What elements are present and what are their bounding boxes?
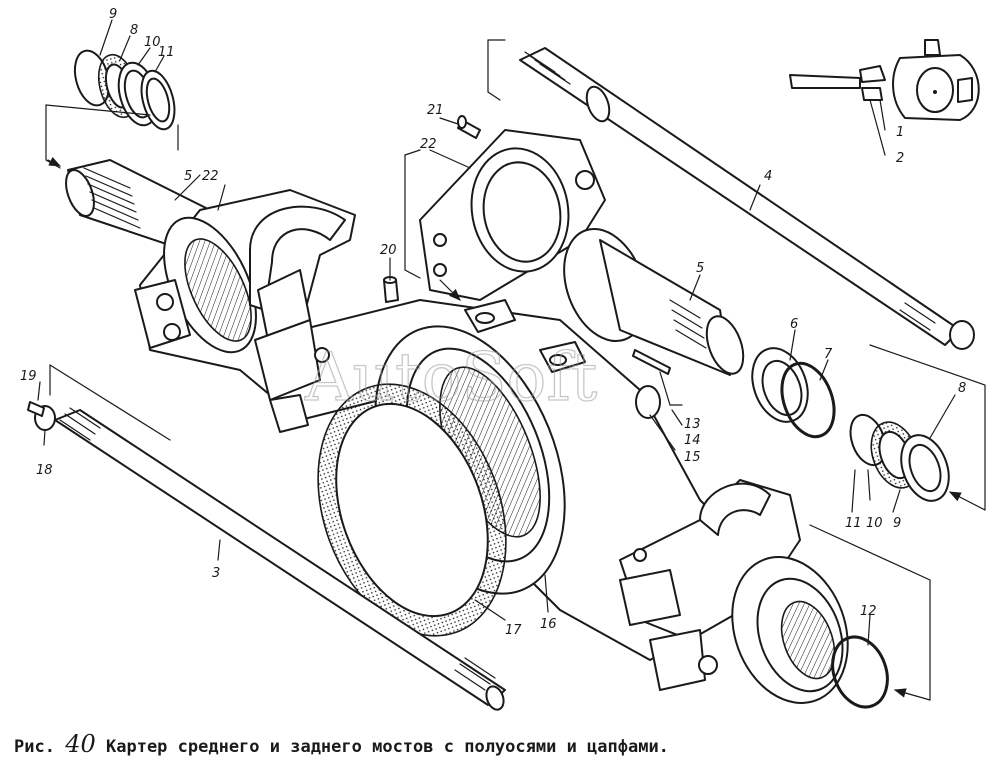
arrow-to-shaft-5 (47, 156, 62, 167)
callout-5-right: 5 (696, 261, 704, 276)
callout-6: 6 (790, 317, 798, 332)
callout-13: 13 (684, 417, 701, 432)
callout-20: 20 (380, 243, 397, 258)
gasket-ring (317, 383, 507, 637)
stud-13-15 (632, 349, 671, 419)
callout-10-right: 10 (866, 516, 883, 531)
bracket-line (45, 104, 151, 116)
bracket-lower-left-diag (49, 364, 171, 441)
callout-12: 12 (860, 604, 877, 619)
bracket-shaft-4 (487, 39, 501, 101)
arrow-right-bearing (948, 491, 986, 511)
caption-prefix: Рис. (14, 737, 55, 757)
mounting-flange-plate (419, 129, 606, 301)
callout-5-left: 5 (184, 169, 192, 184)
half-shaft-upper-right (519, 47, 975, 350)
watermark-text: AutoSoft (304, 339, 597, 416)
callout-18: 18 (36, 463, 53, 478)
bracket-flange (404, 154, 421, 279)
bracket-o-ring (809, 524, 931, 701)
caption-title: Картер среднего и заднего мостов с полуо… (106, 737, 669, 757)
callout-19: 19 (20, 369, 37, 384)
callout-15: 15 (684, 450, 701, 465)
callout-10-left: 10 (144, 35, 161, 50)
callout-1: 1 (896, 125, 904, 140)
callout-22-upper: 22 (420, 137, 437, 152)
bracket-flange-top (404, 149, 421, 156)
leader-13 (659, 371, 683, 406)
bolt-21 (457, 115, 481, 139)
callout-17: 17 (505, 623, 522, 638)
callout-4: 4 (764, 169, 772, 184)
callout-14: 14 (684, 433, 701, 448)
circlip-18-19 (27, 401, 56, 431)
half-shaft-lower-left (54, 407, 506, 711)
bearing-set-upper-left (73, 49, 176, 131)
callout-8-left: 8 (130, 23, 138, 38)
arrow-flange (439, 279, 461, 301)
bracket-right (869, 344, 986, 511)
callout-3: 3 (212, 566, 220, 581)
callout-21: 21 (427, 103, 444, 118)
bearing-rings-6-7 (751, 347, 836, 439)
callout-9-left: 9 (109, 7, 117, 22)
callout-labels: 1 2 3 4 5 5 6 7 8 8 9 9 10 10 11 11 12 1… (20, 7, 966, 638)
leader-lines (37, 19, 956, 646)
callout-22-left: 22 (202, 169, 219, 184)
bearing-set-right (849, 413, 950, 502)
callout-11-right: 11 (845, 516, 862, 531)
inset-housing-view (789, 39, 980, 121)
o-ring-12 (831, 635, 889, 709)
callout-2: 2 (896, 151, 904, 166)
callout-16: 16 (540, 617, 557, 632)
callout-8-right: 8 (958, 381, 966, 396)
callout-9-right: 9 (893, 516, 901, 531)
figure-caption: Рис. 40 Картер среднего и заднего мостов… (14, 730, 669, 758)
breather-20 (383, 276, 399, 303)
caption-figure-number: 40 (65, 730, 96, 758)
trunnion-right (563, 227, 745, 376)
arrow-o-ring (893, 688, 931, 701)
callout-7: 7 (824, 347, 833, 362)
callout-11-left: 11 (158, 45, 175, 60)
bracket-left-upper (45, 104, 61, 169)
